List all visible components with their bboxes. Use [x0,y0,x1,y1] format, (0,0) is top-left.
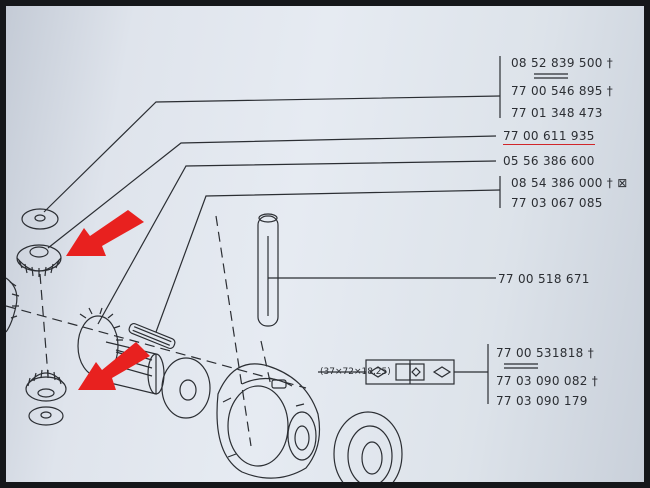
part-number-mid-2: 77 03 067 085 [511,196,603,210]
part-number-bottom-3: 77 03 090 179 [496,394,588,408]
part-number-top-2: 77 00 546 895 † [511,84,614,98]
red-arrow-bottom-icon [78,342,150,390]
part-number-single-a: 05 56 386 600 [503,154,595,168]
top-washer-shape [21,208,59,230]
leader-mid-group [155,189,501,333]
pin-shape [257,215,279,327]
bottom-washer-shape [28,406,64,426]
part-number-highlighted: 77 00 611 935 [503,129,595,145]
part-number-mid-1: 08 54 386 000 † ⊠ [511,176,628,190]
leader-top-group [43,95,501,213]
part-number-top-3: 77 01 348 473 [511,106,603,120]
bottom-gear-shape [25,376,67,402]
bearing-shape [333,411,403,482]
part-number-top-1: 08 52 839 500 † [511,56,614,70]
differential-housing-shape [216,363,321,479]
rod-shape [128,322,176,350]
leader-highlight [47,135,497,249]
catalog-page: 08 52 839 500 † 77 00 546 895 † 77 01 34… [6,6,644,482]
leader-single-a [97,160,497,325]
thrust-washer-shape [161,357,211,419]
exploded-parts-diagram [6,56,568,482]
part-number-bottom-2: 77 03 090 082 † [496,374,599,388]
part-number-bottom-1: 77 00 531818 † [496,346,594,360]
bearing-dimension-label: (37×72×18,25) [320,367,391,377]
top-gear-shape [16,244,62,272]
red-arrow-top-icon [66,210,144,256]
part-number-pin: 77 00 518 671 [498,272,590,286]
